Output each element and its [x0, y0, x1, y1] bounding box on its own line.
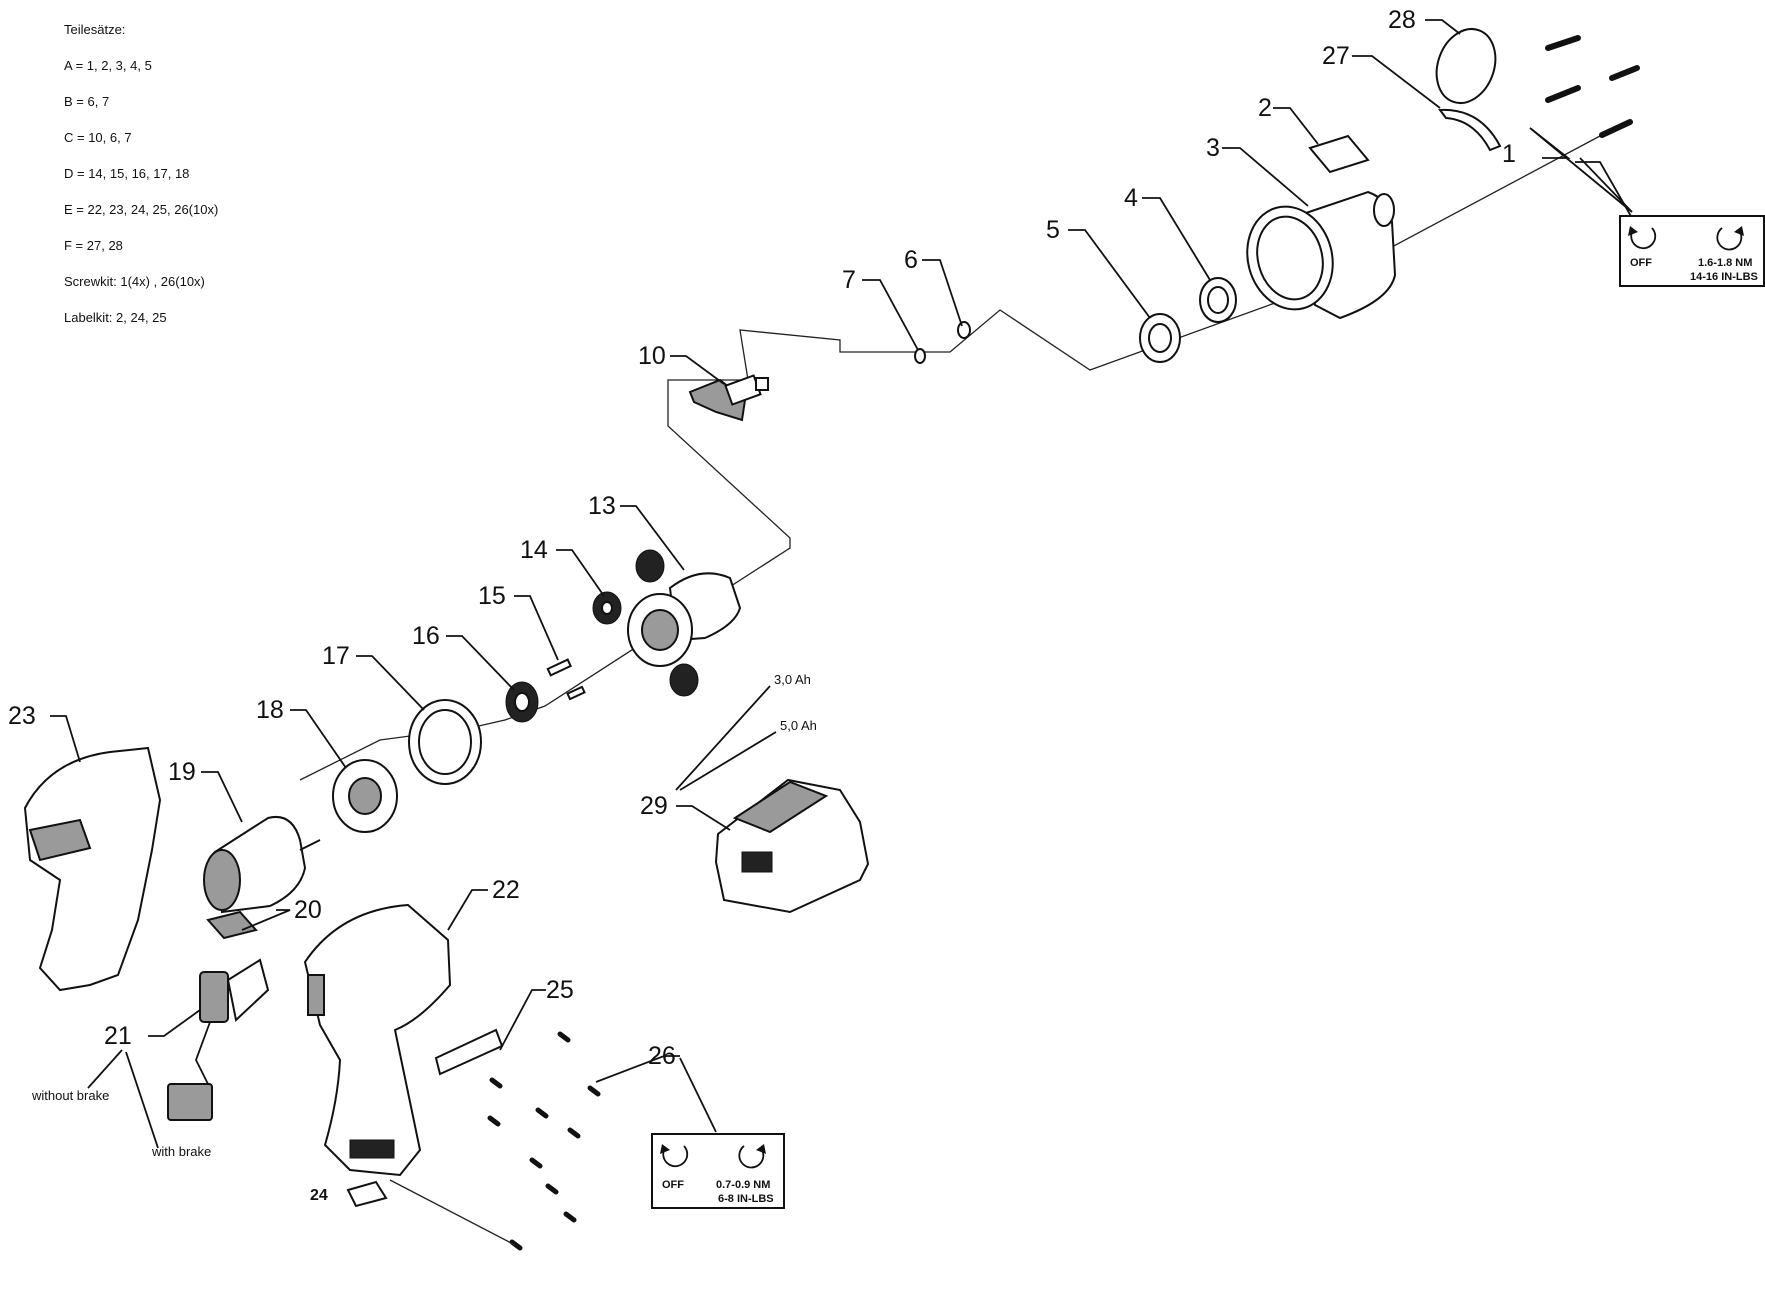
- callout-16: 16: [412, 622, 440, 650]
- part-28-ring: [1435, 28, 1497, 104]
- switch-variant-b: with brake: [151, 1144, 211, 1159]
- switch-variant-a: without brake: [31, 1088, 109, 1103]
- torque-box-1-inlbs: 14-16 IN-LBS: [1690, 271, 1758, 283]
- part-27-clip: [1438, 108, 1502, 152]
- callout-19: 19: [168, 758, 196, 786]
- screw-axis: [389, 1179, 516, 1246]
- part-7-ring: [914, 348, 926, 364]
- callout-1: 1: [1502, 140, 1516, 168]
- callout-26: 26: [648, 1042, 676, 1070]
- part-6-ring: [957, 321, 971, 339]
- callout-5: 5: [1046, 216, 1060, 244]
- kits-heading: Teilesätze:: [64, 22, 126, 37]
- callout-22: 22: [492, 876, 520, 904]
- part-2-label: [1308, 134, 1370, 174]
- part-24-label: [346, 1180, 388, 1208]
- part-13-gear-carrier: [627, 549, 742, 697]
- callout-6: 6: [904, 246, 918, 274]
- kit-screwkit: Screwkit: 1(4x) , 26(10x): [64, 274, 205, 289]
- callout-21: 21: [104, 1022, 132, 1050]
- part-10-spindle: [688, 374, 769, 422]
- callout-7: 7: [842, 266, 856, 294]
- part-23-housing: [23, 746, 162, 992]
- part-15-pin-b: [566, 685, 586, 701]
- kit-b: B = 6, 7: [64, 94, 110, 109]
- callout-25: 25: [546, 976, 574, 1004]
- callout-leaders: [50, 19, 1633, 1149]
- callout-10: 10: [638, 342, 666, 370]
- part-15-pin-a: [546, 658, 572, 677]
- torque-box-1-off: OFF: [1630, 257, 1652, 269]
- assembly-axis: [299, 127, 1616, 781]
- kit-f: F = 27, 28: [64, 238, 123, 253]
- torque-box-26: OFF 0.7-0.9 NM 6-8 IN-LBS: [651, 1133, 785, 1209]
- part-26-screws: [487, 1031, 601, 1251]
- part-17-ring-gear: [408, 699, 482, 785]
- battery-option-a: 3,0 Ah: [774, 672, 811, 687]
- kit-c: C = 10, 6, 7: [64, 130, 132, 145]
- part-18-motor-plate: [332, 759, 398, 833]
- kit-a: A = 1, 2, 3, 4, 5: [64, 58, 152, 73]
- parts-kit-list: Teilesätze: A = 1, 2, 3, 4, 5 B = 6, 7 C…: [64, 20, 218, 344]
- clockwise-arrow-icon: [738, 1145, 765, 1169]
- callout-17: 17: [322, 642, 350, 670]
- part-19-motor: [203, 816, 321, 914]
- callout-20: 20: [294, 896, 322, 924]
- kit-labelkit: Labelkit: 2, 24, 25: [64, 310, 167, 325]
- part-29-battery: [714, 778, 870, 914]
- counterclockwise-arrow-icon: [1630, 227, 1657, 250]
- callout-3: 3: [1206, 134, 1220, 162]
- kit-e: E = 22, 23, 24, 25, 26(10x): [64, 202, 219, 217]
- part-21-switch: [167, 958, 270, 1121]
- part-22-housing: [303, 903, 452, 1177]
- counterclockwise-arrow-icon: [662, 1145, 689, 1168]
- callout-18: 18: [256, 696, 284, 724]
- callout-27: 27: [1322, 42, 1350, 70]
- part-16-bearing-hub: [514, 692, 530, 712]
- part-20-switch-part: [206, 910, 258, 940]
- part-14-gear-hub: [601, 601, 613, 615]
- part-1-screws: [1545, 35, 1640, 138]
- callout-15: 15: [478, 582, 506, 610]
- callout-28: 28: [1388, 6, 1416, 34]
- part-3-gear-housing: [1246, 190, 1397, 320]
- clockwise-arrow-icon: [1716, 227, 1743, 251]
- callout-24: 24: [310, 1187, 328, 1204]
- callout-4: 4: [1124, 184, 1138, 212]
- callout-13: 13: [588, 492, 616, 520]
- callout-23: 23: [8, 702, 36, 730]
- part-4-washer-inner: [1207, 286, 1229, 314]
- callout-14: 14: [520, 536, 548, 564]
- kit-d: D = 14, 15, 16, 17, 18: [64, 166, 190, 181]
- battery-option-b: 5,0 Ah: [780, 718, 817, 733]
- torque-box-1: OFF 1.6-1.8 NM 14-16 IN-LBS: [1619, 215, 1765, 287]
- torque-box-26-inlbs: 6-8 IN-LBS: [718, 1193, 774, 1205]
- torque-box-26-nm: 0.7-0.9 NM: [716, 1179, 770, 1191]
- callout-29: 29: [640, 792, 668, 820]
- callout-2: 2: [1258, 94, 1272, 122]
- torque-box-1-nm: 1.6-1.8 NM: [1698, 257, 1752, 269]
- torque-box-26-off: OFF: [662, 1179, 684, 1191]
- part-5-washer-inner: [1148, 323, 1172, 353]
- part-25-label: [434, 1028, 504, 1076]
